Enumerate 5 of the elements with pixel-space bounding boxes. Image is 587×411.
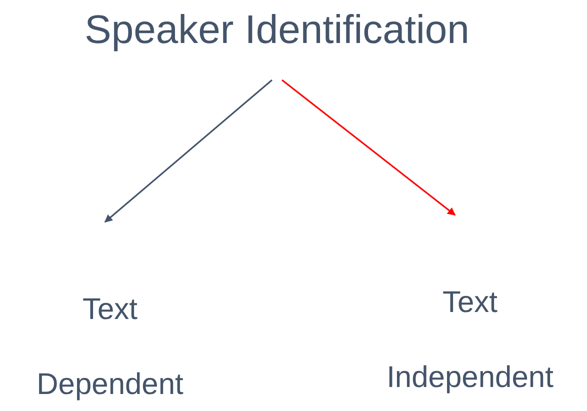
arrow	[104, 79, 273, 223]
root-node-label: Speaker Identification	[84, 7, 470, 54]
category-label: Text Independent	[386, 285, 554, 396]
arrow	[282, 79, 456, 216]
category-label: Text Dependent	[36, 292, 184, 403]
